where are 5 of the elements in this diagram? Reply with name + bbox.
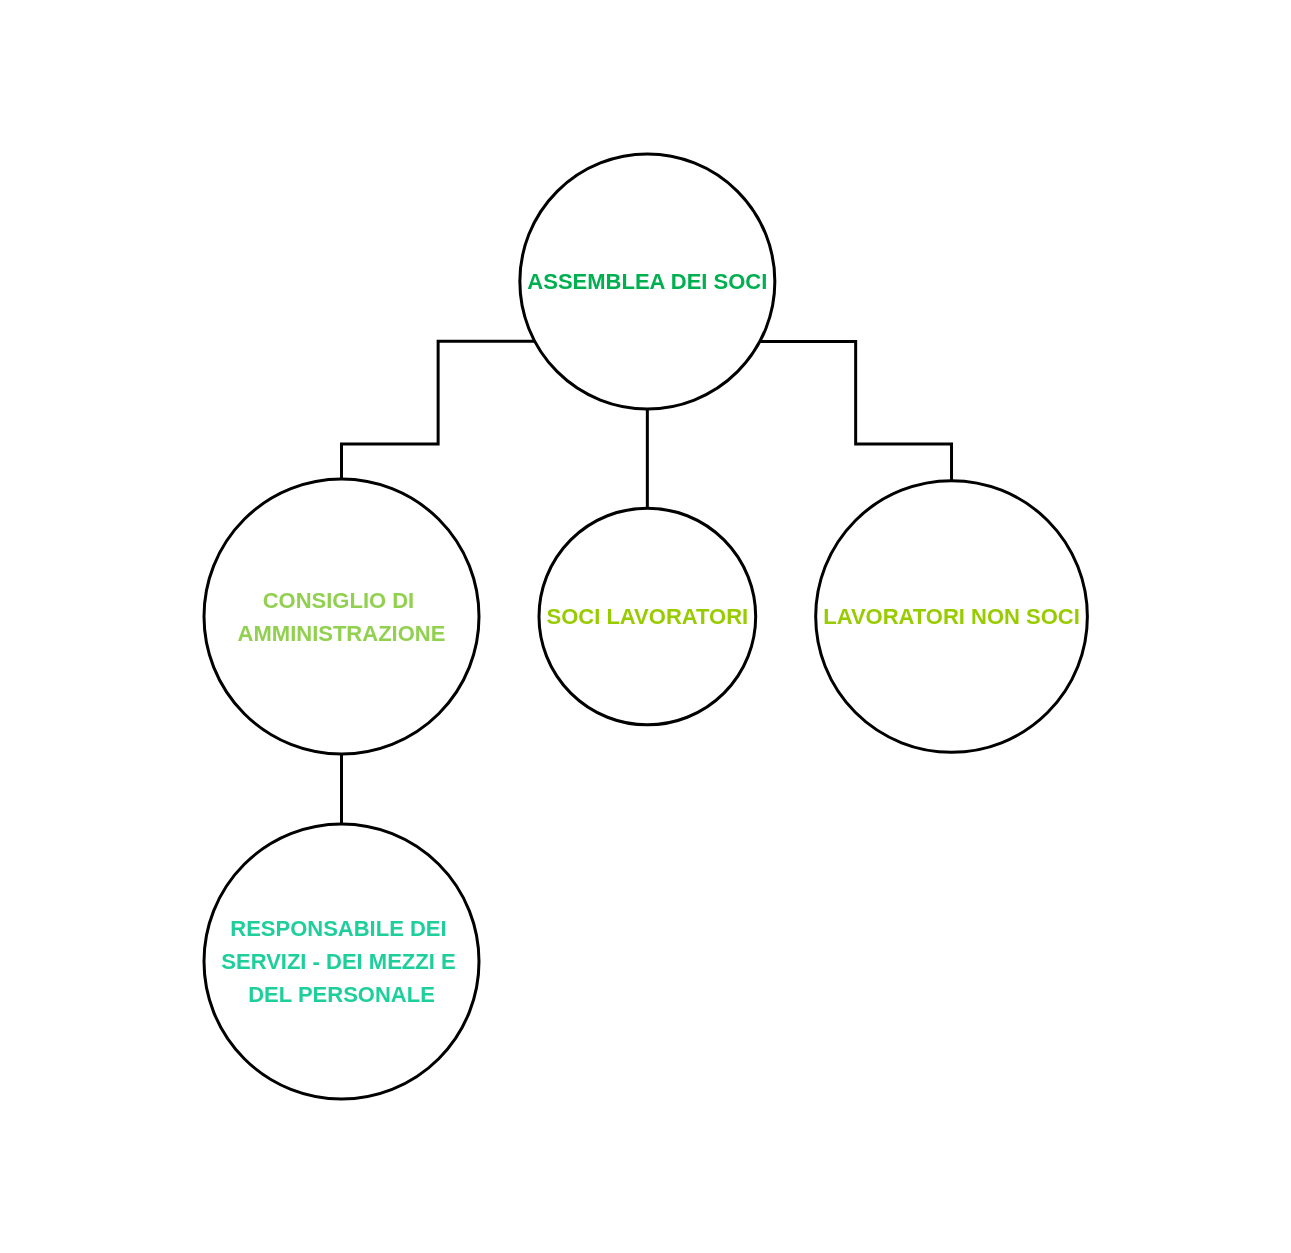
node-circle: RESPONSABILE DEI SERVIZI - DEI MEZZI E DEL PERSONALE bbox=[202, 822, 481, 1101]
node-circle: ASSEMBLEA DEI SOCI bbox=[518, 152, 777, 411]
node-circle: SOCI LAVORATORI bbox=[537, 506, 757, 727]
node-circle: LAVORATORI NON SOCI bbox=[814, 479, 1089, 754]
node-circle: CONSIGLIO DI AMMINISTRAZIONE bbox=[202, 477, 481, 756]
